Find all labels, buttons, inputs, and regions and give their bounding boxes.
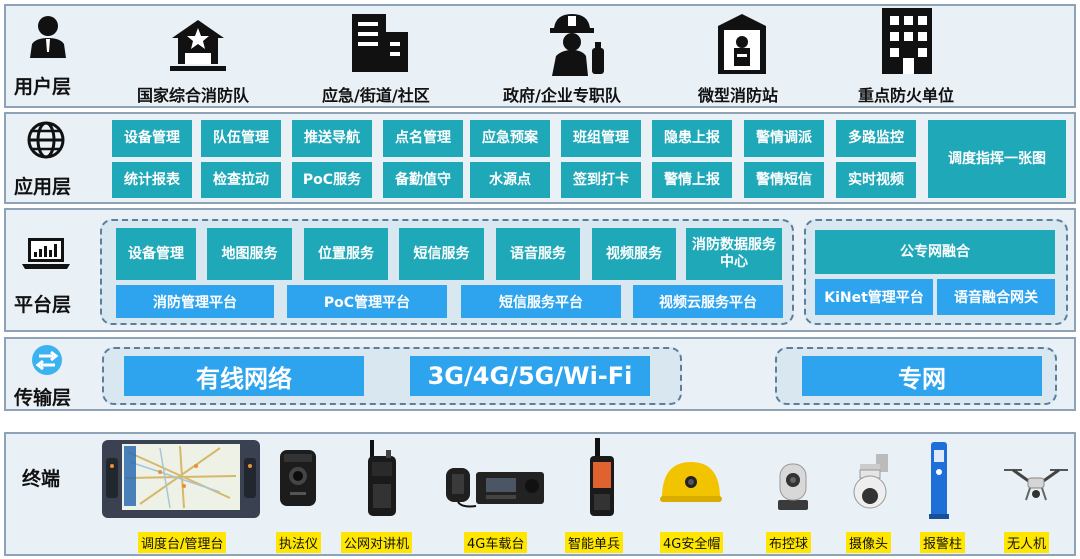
user-unit-label: 国家综合消防队 <box>137 86 250 105</box>
laptop-icon <box>22 238 70 269</box>
wired-network: 有线网络 <box>124 356 364 396</box>
app-module: 点名管理 <box>383 120 463 157</box>
user-unit-label: 重点防火单位 <box>858 86 955 105</box>
app-module: 队伍管理 <box>201 120 281 157</box>
app-layer-title: 应用层 <box>14 176 72 198</box>
platform-service: 视频服务 <box>592 228 676 280</box>
app-module: 统计报表 <box>112 162 192 198</box>
app-module: 应急预案 <box>470 120 550 157</box>
wireless-network: 3G/4G/5G/Wi-Fi <box>410 356 650 396</box>
app-module: 警情上报 <box>652 162 732 198</box>
app-module: 隐患上报 <box>652 120 732 157</box>
platform-service: 位置服务 <box>304 228 388 280</box>
platform-service: 短信服务 <box>399 228 484 280</box>
platform-system: 视频云服务平台 <box>633 285 783 318</box>
app-module: 警情短信 <box>744 162 824 198</box>
fusion-item: KiNet管理平台 <box>815 279 933 315</box>
terminal-label: 报警柱 <box>920 532 966 553</box>
exchange-icon <box>32 345 62 375</box>
office-building-icon <box>882 8 932 74</box>
app-module: 实时视频 <box>836 162 916 198</box>
app-module: 签到打卡 <box>561 162 641 198</box>
transport-layer-title: 传输层 <box>14 387 72 409</box>
terminal-label: 4G车载台 <box>464 532 528 553</box>
private-network: 专网 <box>802 356 1042 396</box>
fire-station-icon <box>170 20 226 71</box>
dispatch-console-icon <box>102 440 260 518</box>
platform-system: PoC管理平台 <box>287 285 447 318</box>
app-module: 多路监控 <box>836 120 916 157</box>
terminal-label: 智能单兵 <box>565 532 624 553</box>
platform-layer-title: 平台层 <box>14 294 72 316</box>
app-module: 班组管理 <box>561 120 641 157</box>
dome-camera-icon <box>853 454 888 509</box>
app-module: PoC服务 <box>292 162 372 198</box>
platform-service: 语音服务 <box>496 228 580 280</box>
app-module: 检查拉动 <box>201 162 281 198</box>
buildings-icon <box>352 14 408 72</box>
globe-icon <box>27 121 65 159</box>
body-camera-icon <box>280 450 316 506</box>
user-unit-label: 应急/街道/社区 <box>322 86 430 105</box>
vehicle-radio-icon <box>446 468 544 508</box>
terminal-layer-title: 终端 <box>22 468 61 490</box>
firefighter-icon <box>550 14 604 76</box>
terminal-label: 公网对讲机 <box>341 532 413 553</box>
terminal-label: 摄像头 <box>846 532 892 553</box>
app-module: 警情调派 <box>744 120 824 157</box>
walkie-talkie-icon <box>368 440 396 516</box>
platform-system: 消防管理平台 <box>116 285 274 318</box>
micro-station-icon <box>718 14 766 74</box>
app-module: 备勤值守 <box>383 162 463 198</box>
app-module: 推送导航 <box>292 120 372 157</box>
platform-service: 地图服务 <box>207 228 292 280</box>
network-fusion-title: 公专网融合 <box>815 230 1055 274</box>
app-module: 水源点 <box>470 162 550 198</box>
smart-terminal-icon <box>590 438 614 516</box>
alarm-pillar-icon <box>929 442 949 519</box>
terminal-label: 调度台/管理台 <box>138 532 227 553</box>
user-layer-title: 用户层 <box>14 76 72 98</box>
user-unit-label: 政府/企业专职队 <box>503 86 621 105</box>
terminal-label: 无人机 <box>1004 532 1050 553</box>
control-ball-icon <box>778 463 808 510</box>
user-icon <box>30 16 66 58</box>
fusion-item: 语音融合网关 <box>937 279 1055 315</box>
drone-icon <box>1004 468 1068 501</box>
command-map-module: 调度指挥一张图 <box>928 120 1066 198</box>
platform-service: 设备管理 <box>116 228 196 280</box>
platform-system: 短信服务平台 <box>461 285 621 318</box>
terminal-label: 4G安全帽 <box>660 532 724 553</box>
terminal-label: 执法仪 <box>276 532 322 553</box>
platform-service: 消防数据服务中心 <box>686 228 782 280</box>
smart-helmet-icon <box>660 462 722 502</box>
terminal-label: 布控球 <box>766 532 812 553</box>
app-module: 设备管理 <box>112 120 192 157</box>
user-unit-label: 微型消防站 <box>698 86 779 105</box>
